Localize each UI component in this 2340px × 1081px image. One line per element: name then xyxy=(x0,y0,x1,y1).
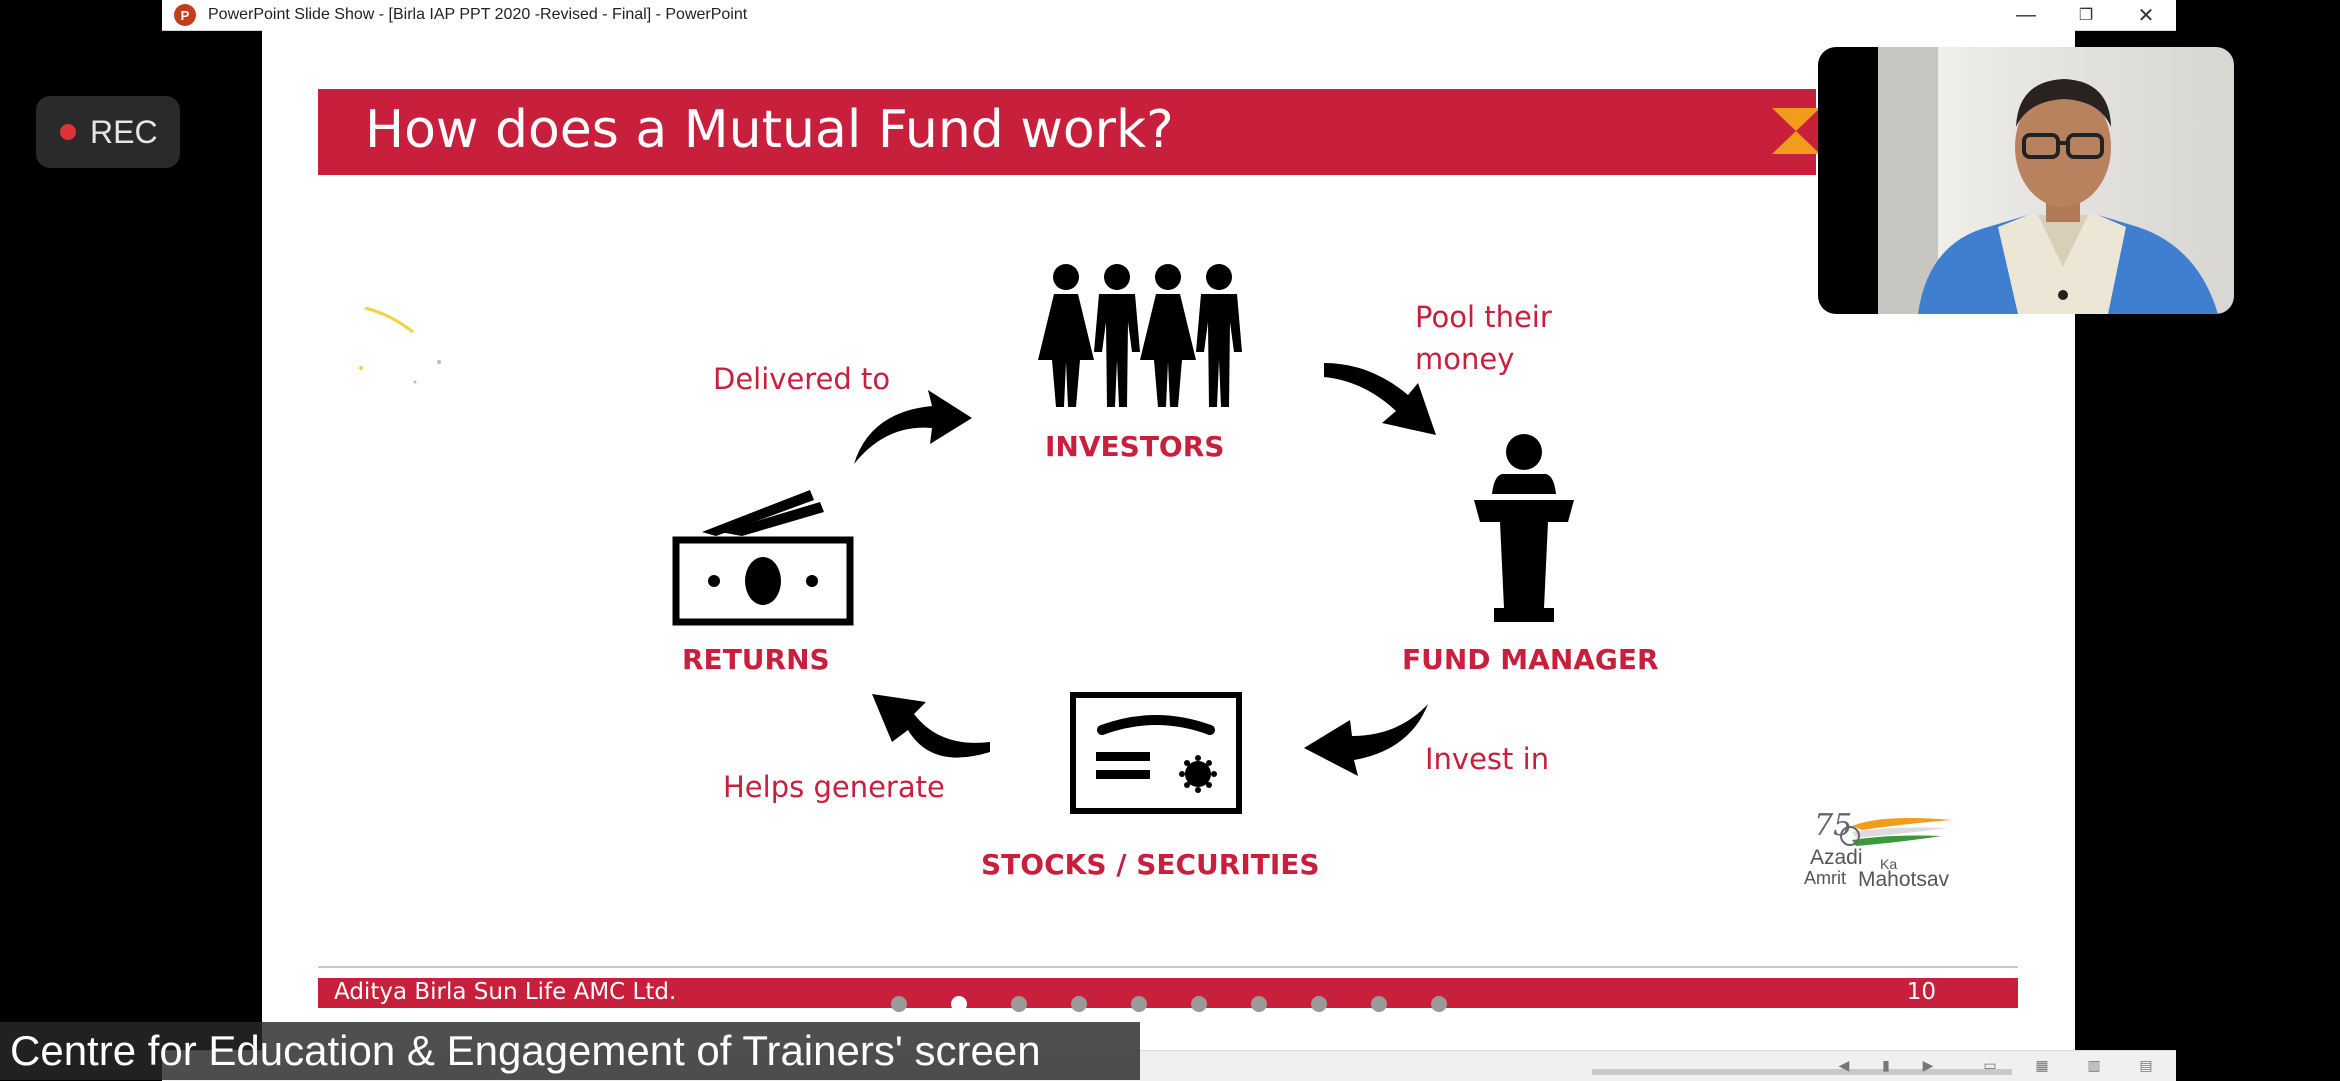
slide-nav-dot[interactable] xyxy=(1251,996,1267,1012)
laser-pointer-trace-icon xyxy=(359,306,441,384)
edge-helps-label: Helps generate xyxy=(723,770,945,804)
arrow-helps-icon xyxy=(872,694,990,758)
previous-slide-icon[interactable]: ◀ xyxy=(1838,1056,1850,1073)
arrow-delivered-icon xyxy=(854,390,972,464)
slideshow-view-icon[interactable]: ▤ xyxy=(2139,1056,2153,1073)
azadi-logo-line2: Ka xyxy=(1880,856,1898,872)
slide-sorter-icon[interactable]: ▦ xyxy=(2035,1056,2049,1073)
node-investors-label: INVESTORS xyxy=(1045,430,1225,463)
investors-icon xyxy=(1038,264,1242,407)
slide-nav-dot[interactable] xyxy=(891,996,907,1012)
slide-nav-dot[interactable] xyxy=(1431,996,1447,1012)
powerpoint-icon: P xyxy=(174,4,196,26)
slide-nav-dot[interactable] xyxy=(1131,996,1147,1012)
node-fund-manager-label: FUND MANAGER xyxy=(1402,643,1659,676)
recording-label: REC xyxy=(90,113,158,150)
arrow-pool-icon xyxy=(1324,363,1436,435)
fund-manager-podium-icon xyxy=(1474,434,1574,622)
azadi-logo-line4: Mahotsav xyxy=(1858,868,1950,891)
slide-nav-dot[interactable] xyxy=(951,996,967,1012)
status-progress-track xyxy=(1592,1069,2012,1075)
node-returns-label: RETURNS xyxy=(682,643,830,676)
edge-pool-line2: money xyxy=(1415,342,1515,376)
footer-company: Aditya Birla Sun Life AMC Ltd. xyxy=(334,979,677,1005)
slide-title-bar xyxy=(318,89,1816,175)
normal-view-icon[interactable]: ▭ xyxy=(1983,1056,1997,1073)
slide-nav-dot[interactable] xyxy=(1311,996,1327,1012)
slide-canvas[interactable] xyxy=(262,30,2075,1050)
close-button[interactable]: ✕ xyxy=(2137,4,2155,27)
azadi-logo-number: 75 xyxy=(1814,808,1853,843)
node-stocks-label: STOCKS / SECURITIES xyxy=(981,848,1320,881)
window-titlebar: P PowerPoint Slide Show - [Birla IAP PPT… xyxy=(162,0,2176,31)
next-slide-icon[interactable]: ▶ xyxy=(1922,1056,1934,1073)
stock-certificate-icon xyxy=(1070,692,1242,814)
slide-nav-dot[interactable] xyxy=(1371,996,1387,1012)
slide-nav-dot[interactable] xyxy=(1191,996,1207,1012)
recording-dot-icon xyxy=(60,124,76,140)
window-title: PowerPoint Slide Show - [Birla IAP PPT 2… xyxy=(208,6,748,23)
slide-menu-icon[interactable]: ▮ xyxy=(1882,1056,1890,1073)
brand-logo-icon xyxy=(1772,108,1820,154)
edge-pool-line1: Pool their xyxy=(1415,300,1552,334)
restore-button[interactable]: ❐ xyxy=(2078,7,2094,24)
reading-view-icon[interactable]: ▥ xyxy=(2087,1056,2101,1073)
minimize-button[interactable]: — xyxy=(2016,3,2036,26)
edge-invest-label: Invest in xyxy=(1425,742,1550,776)
slide-page-number: 10 xyxy=(1906,979,1936,1005)
slide-nav-dot[interactable] xyxy=(1011,996,1027,1012)
azadi-logo-flag-icon xyxy=(1840,818,1952,846)
speaker-video-image xyxy=(1878,47,2218,314)
arrow-invest-icon xyxy=(1304,704,1428,776)
participant-video[interactable] xyxy=(1818,47,2234,314)
screen-share-caption: Centre for Education & Engagement of Tra… xyxy=(0,1022,1140,1080)
footer-divider xyxy=(318,966,2018,968)
money-returns-icon xyxy=(672,490,854,626)
slide-footer: Aditya Birla Sun Life AMC Ltd. 10 xyxy=(318,978,2018,1008)
edge-delivered-label: Delivered to xyxy=(713,362,891,396)
azadi-logo-line3: Amrit xyxy=(1804,868,1846,888)
recording-badge: REC xyxy=(36,96,180,168)
azadi-logo-line1: Azadi xyxy=(1810,846,1863,869)
azadi-ka-amrit-mahotsav-logo: 75 Azadi Ka Amrit Mahotsav xyxy=(1800,808,1980,902)
slide-nav-dot[interactable] xyxy=(1071,996,1087,1012)
slide-title: How does a Mutual Fund work? xyxy=(365,100,1174,160)
edge-pool-label: Pool their money xyxy=(1415,296,1552,380)
